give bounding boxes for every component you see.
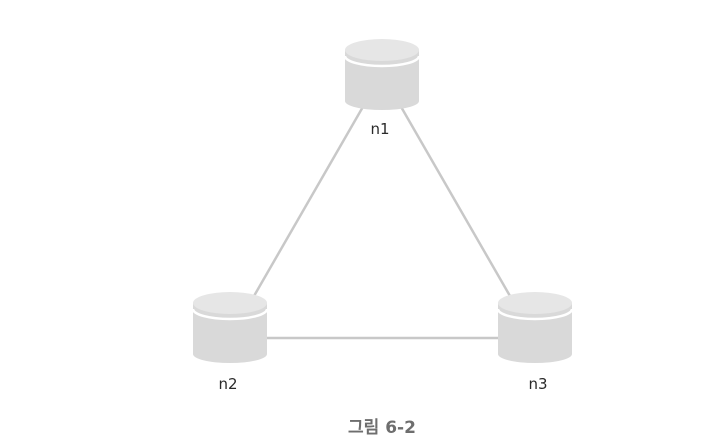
database-cylinder-icon [191,292,269,363]
database-cylinder-icon [496,292,574,363]
figure-caption: 그림 6-2 [348,418,416,438]
database-cylinder-icon [343,39,421,110]
node-label-n1: n1 [370,120,389,138]
node-n3: n3 [496,292,574,393]
node-n1: n1 [343,39,421,138]
node-n2: n2 [191,292,269,393]
edge-n1-n3 [398,104,512,297]
edge-n1-n2 [252,104,366,297]
node-label-n2: n2 [218,375,237,393]
node-label-n3: n3 [528,375,547,393]
